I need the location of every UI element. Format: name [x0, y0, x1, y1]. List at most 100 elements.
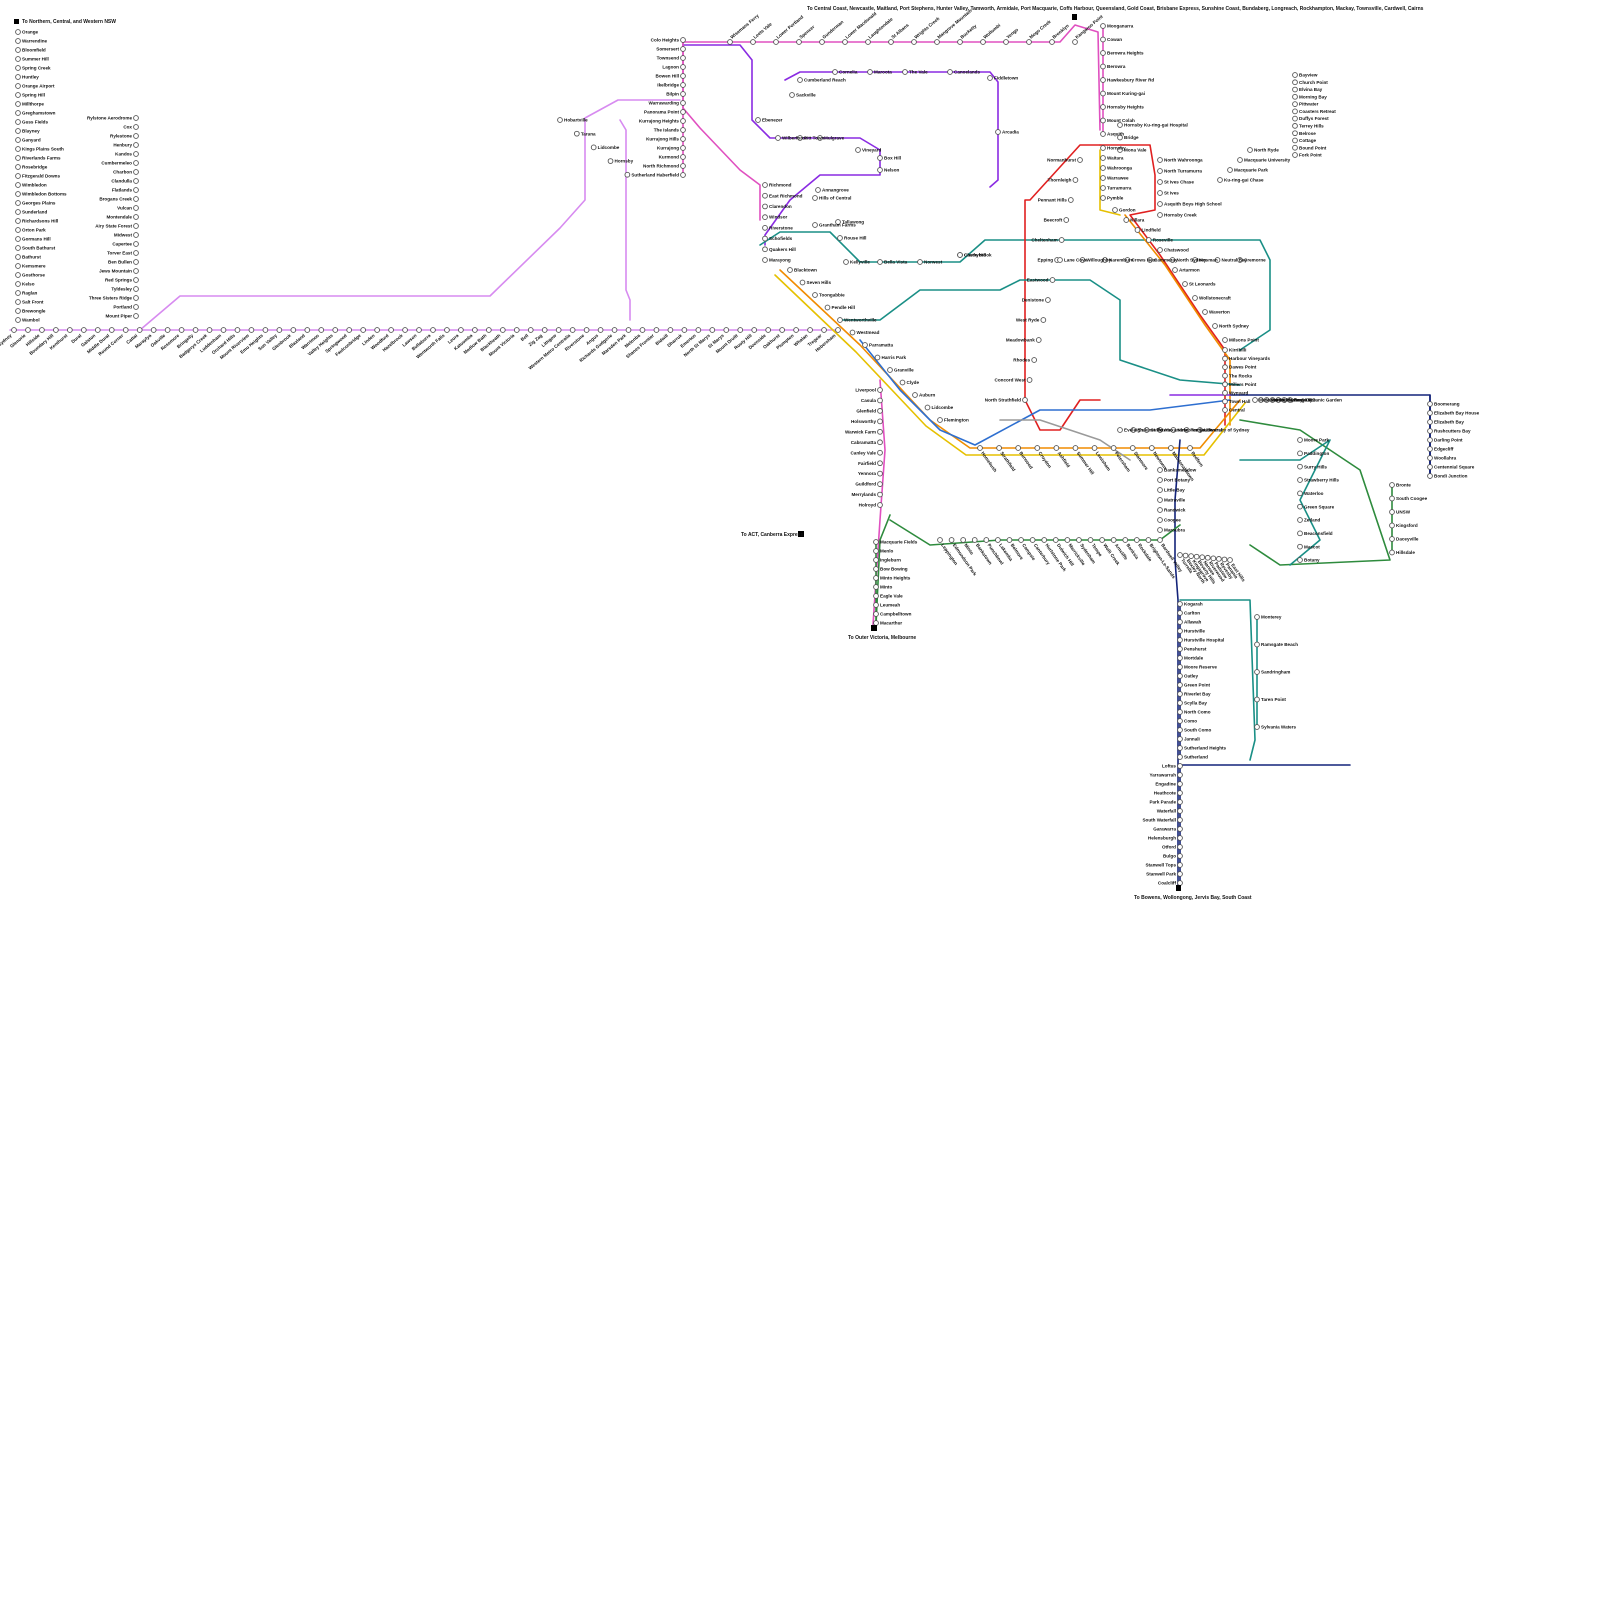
- station-nelson[interactable]: [878, 168, 883, 173]
- station-wimbledon[interactable]: [16, 183, 21, 188]
- station-luddenham[interactable]: [221, 328, 226, 333]
- station-fairfield[interactable]: [878, 461, 883, 466]
- station-little-bay[interactable]: [1158, 488, 1163, 493]
- station-round-corner[interactable]: [123, 328, 128, 333]
- station-lindfield[interactable]: [1135, 228, 1140, 233]
- station-bardwell-valley[interactable]: [1158, 538, 1163, 543]
- station-henbury[interactable]: [134, 143, 139, 148]
- station-taren-point[interactable]: [1255, 697, 1260, 702]
- station-ramsgate-beach[interactable]: [1255, 642, 1260, 647]
- station-summer-hill[interactable]: [1073, 446, 1078, 451]
- station-coogee[interactable]: [1158, 518, 1163, 523]
- station-bella-vista[interactable]: [878, 260, 883, 265]
- station-cottage[interactable]: [1293, 138, 1298, 143]
- station-kenthurst[interactable]: [67, 328, 72, 333]
- station-woollahra[interactable]: [1428, 456, 1433, 461]
- station-clarendon[interactable]: [763, 204, 768, 209]
- station-valley-heights[interactable]: [333, 328, 338, 333]
- station-cumbermeleo[interactable]: [134, 161, 139, 166]
- station-belrose[interactable]: [1293, 131, 1298, 136]
- station-maroubra[interactable]: [1158, 528, 1163, 533]
- station-kings-plains-south[interactable]: [16, 147, 21, 152]
- station-haberfield[interactable]: [681, 173, 686, 178]
- station-brewongle[interactable]: [16, 309, 21, 314]
- station-matraville[interactable]: [1158, 498, 1163, 503]
- station-bondi-junction[interactable]: [1428, 474, 1433, 479]
- station-zig-zag[interactable]: [542, 328, 547, 333]
- station-clandulla[interactable]: [134, 179, 139, 184]
- station-banksmeadow[interactable]: [1158, 468, 1163, 473]
- station-colo-heights[interactable]: [681, 38, 686, 43]
- station-pymble[interactable]: [1101, 196, 1106, 201]
- station-ingleburn[interactable]: [874, 558, 879, 563]
- station-liverpool[interactable]: [878, 388, 883, 393]
- station-western-sydney[interactable]: [12, 328, 17, 333]
- station-holroyd[interactable]: [878, 503, 883, 508]
- station-vulcan[interactable]: [134, 206, 139, 211]
- station-orange-airport[interactable]: [16, 84, 21, 89]
- station-hornsby[interactable]: [608, 159, 613, 164]
- station-green-point[interactable]: [1178, 683, 1183, 688]
- station-scylla-bay[interactable]: [1178, 701, 1183, 706]
- station-asquith-boys-high-school[interactable]: [1158, 202, 1163, 207]
- station-rossmore[interactable]: [179, 328, 184, 333]
- station-st-marys[interactable]: [724, 328, 729, 333]
- station-rouse-hill[interactable]: [838, 236, 843, 241]
- station-glenfield[interactable]: [878, 409, 883, 414]
- station-kurrajong[interactable]: [681, 146, 686, 151]
- station-mogo-creek[interactable]: [1027, 40, 1032, 45]
- station-beecroft[interactable]: [1064, 218, 1069, 223]
- station-blacktown[interactable]: [788, 268, 793, 273]
- station-rushcutters-bay[interactable]: [1428, 429, 1433, 434]
- station-jannali[interactable]: [1178, 737, 1183, 742]
- station-normanhurst[interactable]: [1078, 158, 1083, 163]
- station-spring-hill[interactable]: [16, 93, 21, 98]
- station-north-wahroonga[interactable]: [1158, 158, 1163, 163]
- station-monterey[interactable]: [1255, 615, 1260, 620]
- station-melonba[interactable]: [640, 328, 645, 333]
- station-sackville[interactable]: [790, 93, 795, 98]
- station-allawah[interactable]: [1178, 620, 1183, 625]
- station-pennant-hills[interactable]: [1068, 198, 1073, 203]
- station-seven-hills[interactable]: [800, 280, 805, 285]
- station-lidcombe[interactable]: [925, 405, 930, 410]
- station-morning-bay[interactable]: [1293, 94, 1298, 99]
- station-campsie[interactable]: [1019, 538, 1024, 543]
- station-bayview[interactable]: [1293, 73, 1298, 78]
- station-macquarie-park[interactable]: [1228, 168, 1233, 173]
- station-wentworthville[interactable]: [838, 318, 843, 323]
- station-dawes-point[interactable]: [1223, 365, 1228, 370]
- station-montendale[interactable]: [134, 215, 139, 220]
- station-middle-dural[interactable]: [109, 328, 114, 333]
- station-strathfield[interactable]: [997, 446, 1002, 451]
- station-mascot[interactable]: [1298, 544, 1303, 549]
- station-mooganarra[interactable]: [1101, 24, 1106, 29]
- station-emu-heights[interactable]: [263, 328, 268, 333]
- station-mount-druitt[interactable]: [738, 328, 743, 333]
- station-kelso[interactable]: [16, 282, 21, 287]
- station-toongabbie[interactable]: [813, 293, 818, 298]
- station-somersert[interactable]: [681, 47, 686, 52]
- station-glenbrook[interactable]: [291, 328, 296, 333]
- station-asquith[interactable]: [1101, 132, 1106, 137]
- station-flatlands[interactable]: [134, 188, 139, 193]
- station-ben-bullen[interactable]: [134, 260, 139, 265]
- station-huntley[interactable]: [16, 75, 21, 80]
- station-north-strathfield[interactable]: [1023, 398, 1028, 403]
- station-bathurst[interactable]: [16, 255, 21, 260]
- station-elvina-bay[interactable]: [1293, 87, 1298, 92]
- station-hazelbrook[interactable]: [403, 328, 408, 333]
- station-emerton[interactable]: [696, 328, 701, 333]
- station-gunderman[interactable]: [820, 40, 825, 45]
- station-parramatta[interactable]: [863, 343, 868, 348]
- station-eagle-vale[interactable]: [874, 594, 879, 599]
- station-brighton-le-sands[interactable]: [1146, 538, 1151, 543]
- station-hillside[interactable]: [40, 328, 45, 333]
- station-katoomba[interactable]: [472, 328, 477, 333]
- station-yarrawarrah[interactable]: [1178, 773, 1183, 778]
- station-green-square[interactable]: [1298, 504, 1303, 509]
- station-boomerang[interactable]: [1428, 402, 1433, 407]
- station-cumberland-reach[interactable]: [798, 78, 803, 83]
- station-sydenham[interactable]: [1077, 538, 1082, 543]
- station-kogarah[interactable]: [1178, 602, 1183, 607]
